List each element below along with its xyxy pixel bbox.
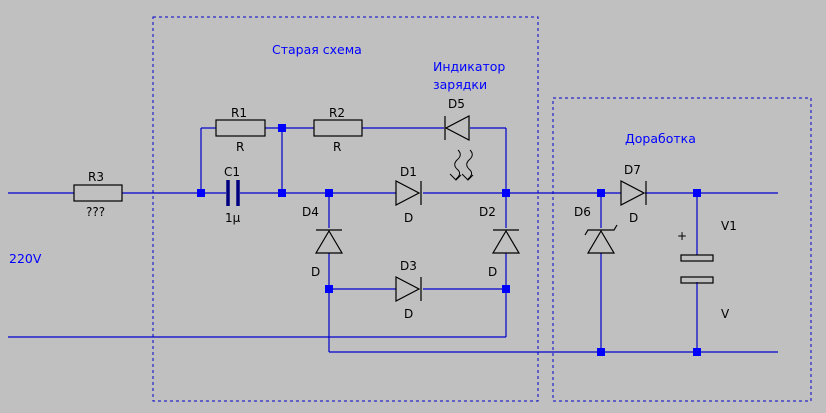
r3-ref: R3 <box>88 170 104 184</box>
r1-ref: R1 <box>231 106 247 120</box>
d3-value: D <box>404 307 413 321</box>
diode-d2 <box>491 229 521 254</box>
old-circuit-label: Старая схема <box>272 42 362 57</box>
d3-ref: D3 <box>400 259 417 273</box>
diode-d7 <box>620 180 647 206</box>
diode-d5 <box>444 115 470 141</box>
zener-diode-d6 <box>584 224 618 254</box>
d1-ref: D1 <box>400 165 417 179</box>
c1-ref: C1 <box>224 165 240 179</box>
r2-ref: R2 <box>329 106 345 120</box>
battery-v1 <box>680 254 714 284</box>
diode-d4 <box>314 229 344 254</box>
d2-value: D <box>488 265 497 279</box>
capacitor-c1 <box>226 180 240 206</box>
d7-value: D <box>629 211 638 225</box>
junction-nodes <box>197 124 701 356</box>
r1-value: R <box>236 140 244 154</box>
resistor-r3 <box>73 184 123 202</box>
r2-value: R <box>333 140 341 154</box>
modification-box <box>552 97 812 402</box>
diode-d1 <box>395 180 422 206</box>
old-circuit-box <box>152 16 539 402</box>
d4-value: D <box>311 265 320 279</box>
d1-value: D <box>404 211 413 225</box>
c1-value: 1µ <box>225 211 241 225</box>
wires <box>8 127 778 353</box>
v1-plus: + <box>677 229 687 243</box>
charge-indicator-label-line1: Индикатор <box>433 59 505 74</box>
d7-ref: D7 <box>624 163 641 177</box>
light-emission-arrows <box>449 149 474 181</box>
d5-ref: D5 <box>448 97 465 111</box>
d2-ref: D2 <box>479 205 496 219</box>
d6-ref: D6 <box>574 205 591 219</box>
mains-voltage-label: 220V <box>9 251 42 266</box>
modification-label: Доработка <box>625 131 696 146</box>
charge-indicator-label-line2: зарядки <box>433 77 487 92</box>
resistor-r2 <box>313 119 363 137</box>
d4-ref: D4 <box>302 205 319 219</box>
v1-ref: V1 <box>721 219 737 233</box>
resistor-r1 <box>215 119 266 137</box>
diode-d3 <box>395 276 422 302</box>
v1-value: V <box>721 307 730 321</box>
r3-value: ??? <box>86 205 105 219</box>
